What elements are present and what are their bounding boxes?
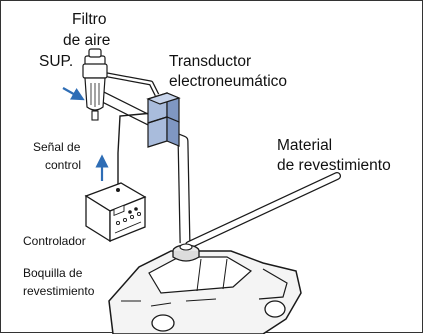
signal-label-line1: Señal de [33,140,81,154]
coating-material-pipe [185,172,341,249]
car-illustration [108,250,302,334]
pilot-pipe [96,70,160,97]
transducer-label-line2: electroneumático [169,73,288,90]
supply-label: SUP. [39,53,74,70]
electropneumatic-transducer [146,92,181,148]
air-pipe-to-nozzle [170,131,191,244]
material-label-line1: Material [277,137,333,154]
controller-label: Controlador [23,234,86,248]
filter-label-line2: de aire [63,32,111,49]
air-filter [82,48,108,121]
nozzle-label-line1: Boquilla de [23,266,83,280]
material-label-line2: de revestimiento [277,157,391,174]
nozzle-label-line2: revestimiento [23,284,95,298]
transducer-label-line1: Transductor [169,53,252,70]
coating-nozzle [172,243,200,262]
supply-arrow-icon [62,87,85,101]
controller-box [84,182,147,243]
air-supply-pipe [95,90,157,127]
signal-wire [117,112,154,189]
filter-label-line1: Filtro [72,11,107,28]
signal-label-line2: control [45,158,82,172]
